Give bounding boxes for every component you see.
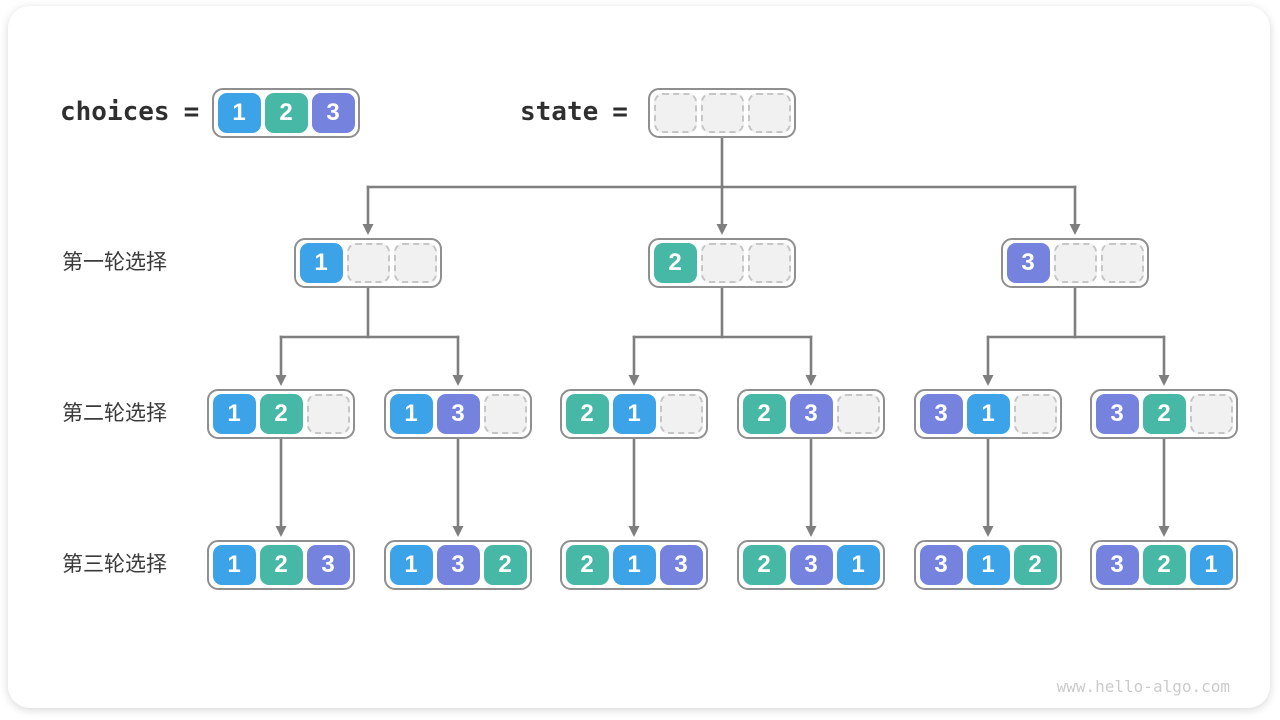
state-array-box	[648, 88, 796, 138]
state-cell-empty	[653, 93, 697, 133]
state-cell-empty	[836, 394, 880, 434]
state-cell-empty	[700, 93, 744, 133]
state-cell-3: 3	[789, 394, 833, 434]
arrowhead-icon	[275, 526, 287, 537]
state-cell-1: 1	[966, 394, 1010, 434]
state-box-round1: 1	[294, 238, 442, 288]
state-cell-2: 2	[1013, 545, 1057, 585]
arrowhead-icon	[362, 224, 374, 235]
state-cell-3: 3	[436, 394, 480, 434]
state-cell-3: 3	[789, 545, 833, 585]
state-cell-2: 2	[1142, 545, 1186, 585]
state-cell-2: 2	[1142, 394, 1186, 434]
arrowhead-icon	[716, 224, 728, 235]
state-cell-1: 1	[612, 545, 656, 585]
state-cell-1: 1	[212, 545, 256, 585]
state-cell-1: 1	[612, 394, 656, 434]
state-cell-1: 1	[212, 394, 256, 434]
state-cell-3: 3	[436, 545, 480, 585]
state-cell-empty	[1013, 394, 1057, 434]
state-cell-empty	[306, 394, 350, 434]
state-cell-2: 2	[565, 545, 609, 585]
state-cell-3: 3	[659, 545, 703, 585]
state-cell-empty	[659, 394, 703, 434]
arrowhead-icon	[628, 375, 640, 386]
state-cell-1: 1	[389, 394, 433, 434]
arrowhead-icon	[1158, 526, 1170, 537]
state-cell-empty	[483, 394, 527, 434]
state-cell-3: 3	[1095, 545, 1139, 585]
state-cell-2: 2	[565, 394, 609, 434]
state-cell-1: 1	[836, 545, 880, 585]
state-label: state	[520, 97, 599, 127]
state-cell-3: 3	[919, 394, 963, 434]
arrowhead-icon	[1069, 224, 1081, 235]
row-label-round-3: 第三轮选择	[62, 553, 167, 576]
state-cell-1: 1	[217, 93, 261, 133]
state-cell-1: 1	[1189, 545, 1233, 585]
row-label-round-1: 第一轮选择	[62, 251, 167, 274]
state-cell-2: 2	[259, 394, 303, 434]
state-cell-2: 2	[742, 545, 786, 585]
state-cell-3: 3	[306, 545, 350, 585]
state-cell-empty	[346, 243, 390, 283]
state-cell-empty	[1189, 394, 1233, 434]
state-cell-empty	[393, 243, 437, 283]
watermark: www.hello-algo.com	[1056, 677, 1230, 696]
arrowhead-icon	[1158, 375, 1170, 386]
choices-label: choices	[60, 97, 170, 127]
state-cell-2: 2	[483, 545, 527, 585]
arrowhead-icon	[982, 526, 994, 537]
state-cell-1: 1	[966, 545, 1010, 585]
arrowhead-icon	[452, 526, 464, 537]
choices-equals-sign: =	[183, 97, 200, 127]
arrowhead-icon	[982, 375, 994, 386]
state-cell-2: 2	[264, 93, 308, 133]
state-box-round1: 3	[1001, 238, 1149, 288]
state-cell-empty	[1100, 243, 1144, 283]
state-equals-sign: =	[612, 97, 628, 127]
state-cell-empty	[747, 243, 791, 283]
state-cell-3: 3	[1095, 394, 1139, 434]
state-cell-3: 3	[1006, 243, 1050, 283]
state-cell-2: 2	[259, 545, 303, 585]
arrowhead-icon	[628, 526, 640, 537]
state-cell-2: 2	[742, 394, 786, 434]
arrowhead-icon	[452, 375, 464, 386]
state-box-round1: 2	[648, 238, 796, 288]
arrowhead-icon	[805, 375, 817, 386]
arrowhead-icon	[275, 375, 287, 386]
state-cell-2: 2	[653, 243, 697, 283]
state-cell-empty	[747, 93, 791, 133]
choices-header: choices =	[60, 99, 199, 125]
state-cell-1: 1	[389, 545, 433, 585]
state-cell-empty	[1053, 243, 1097, 283]
state-cell-3: 3	[919, 545, 963, 585]
row-label-round-2: 第二轮选择	[62, 402, 167, 425]
arrowhead-icon	[805, 526, 817, 537]
state-cell-empty	[700, 243, 744, 283]
state-cell-3: 3	[311, 93, 355, 133]
state-header: state =	[520, 99, 628, 125]
state-cell-1: 1	[299, 243, 343, 283]
